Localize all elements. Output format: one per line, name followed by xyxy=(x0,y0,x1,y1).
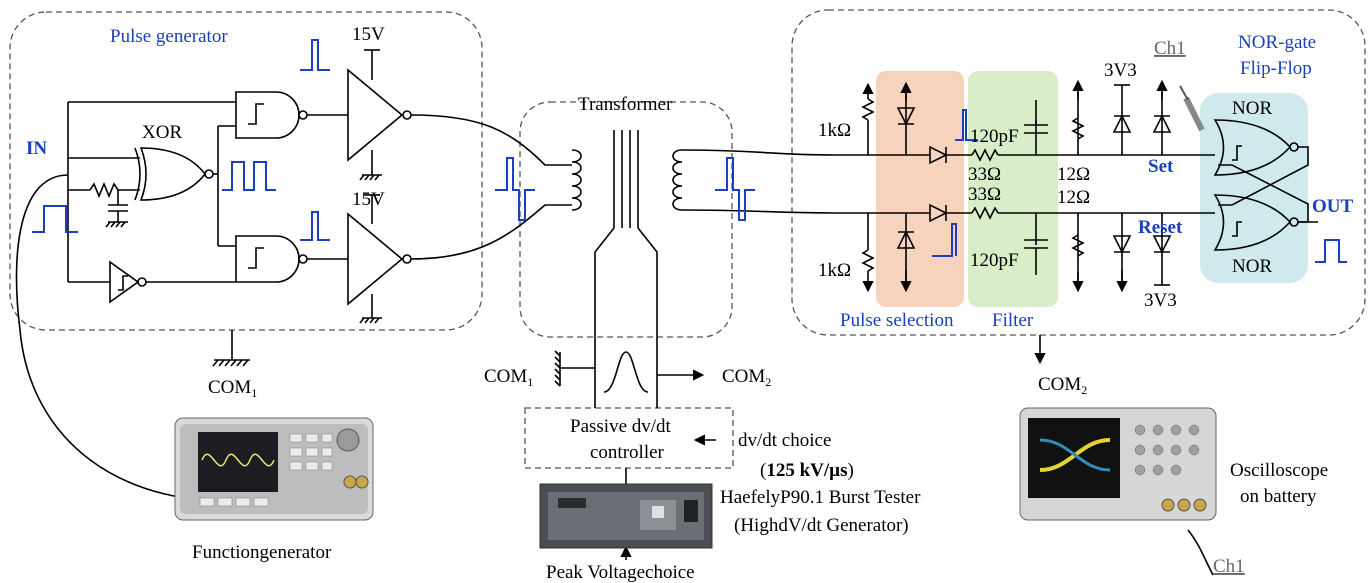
haefely-line1: HaefelyP90.1 Burst Tester xyxy=(720,487,921,508)
transformer-label: Transformer xyxy=(578,94,673,115)
r33-top-label: 33Ω xyxy=(968,164,1001,185)
v15-top-label: 15V xyxy=(352,24,385,45)
dvdt-value-label: (125 kV/µs) xyxy=(760,460,854,481)
oscilloscope-line1: Oscilloscope xyxy=(1230,460,1328,481)
r1k-top-label: 1kΩ xyxy=(818,120,851,141)
flipflop-zone xyxy=(1200,93,1308,283)
receiver-frame xyxy=(791,9,1366,336)
r33-bottom-label: 33Ω xyxy=(968,184,1001,205)
cap-top-label: 120pF xyxy=(970,126,1019,147)
xor-label: XOR xyxy=(142,122,182,143)
out-label: OUT xyxy=(1312,196,1354,217)
in-label: IN xyxy=(26,138,47,159)
oscilloscope-line2: on battery xyxy=(1240,486,1317,507)
pulse-selection-zone xyxy=(876,71,964,307)
nor-flipflop-line2: Flip-Flop xyxy=(1240,58,1312,79)
peak-voltage-label: Peak Voltagechoice xyxy=(546,562,695,583)
nor-top-label: NOR xyxy=(1232,98,1272,119)
com1-label-a: COM1 xyxy=(208,377,257,400)
pulse-generator-frame xyxy=(9,11,483,331)
passive-controller-line2: controller xyxy=(590,442,665,463)
r1k-bottom-label: 1kΩ xyxy=(818,260,851,281)
v3v3-bottom-label: 3V3 xyxy=(1144,290,1177,311)
cap-bottom-label: 120pF xyxy=(970,250,1019,271)
nor-flipflop-line1: NOR-gate xyxy=(1238,32,1316,53)
passive-controller-line1: Passive dv/dt xyxy=(570,416,672,437)
function-generator-device xyxy=(174,417,374,521)
filter-label: Filter xyxy=(992,310,1034,331)
function-generator-label: Functiongenerator xyxy=(192,542,332,563)
oscilloscope-device xyxy=(1019,407,1217,521)
passive-controller-frame xyxy=(524,407,734,469)
dvdt-choice-label: dv/dt choice xyxy=(738,430,831,451)
ch1-scope-label: Ch1 xyxy=(1213,556,1245,577)
pulse-generator-label: Pulse generator xyxy=(110,26,228,47)
r12-bottom-label: 12Ω xyxy=(1057,187,1090,208)
burst-tester-device xyxy=(539,483,713,549)
com2-label-b: COM2 xyxy=(1038,374,1087,397)
v3v3-top-label: 3V3 xyxy=(1104,60,1137,81)
waveforms xyxy=(32,39,1347,263)
pulse-generator-wiring xyxy=(15,49,572,502)
com1-label-b: COM1 xyxy=(484,366,533,389)
pulse-selection-label: Pulse selection xyxy=(840,310,954,331)
haefely-line2: (HighdV/dt Generator) xyxy=(734,515,909,536)
r12-top-label: 12Ω xyxy=(1057,164,1090,185)
v15-bottom-label: 15V xyxy=(352,189,385,210)
nor-bottom-label: NOR xyxy=(1232,256,1272,277)
reset-label: Reset xyxy=(1138,217,1183,238)
set-label: Set xyxy=(1148,156,1174,177)
receiver-wiring xyxy=(835,79,1318,576)
com2-label-a: COM2 xyxy=(722,366,771,389)
ch1-probe-label: Ch1 xyxy=(1154,38,1186,59)
transformer-frame xyxy=(519,101,733,338)
transformer-symbol xyxy=(554,130,836,560)
